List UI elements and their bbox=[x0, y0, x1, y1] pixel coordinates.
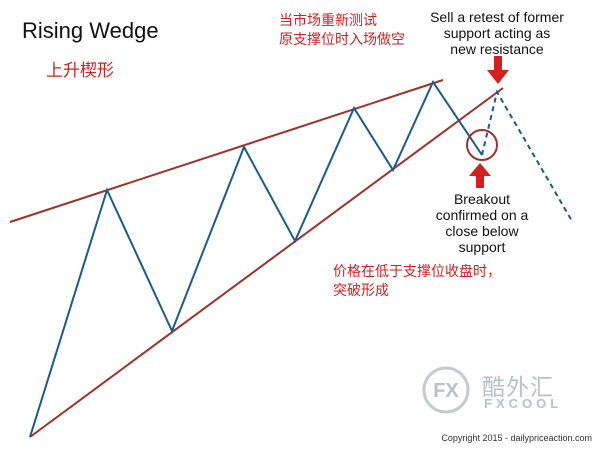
breakout-arrow-icon bbox=[469, 163, 491, 188]
retest-note-en-line: Sell a retest of former bbox=[430, 9, 564, 25]
resistance-trendline bbox=[9, 79, 444, 223]
breakout-note-en-line: support bbox=[458, 239, 506, 255]
retest-dashed-path bbox=[481, 89, 573, 222]
chart-title: Rising Wedge bbox=[22, 18, 159, 43]
breakout-note-en-line: close below bbox=[445, 223, 519, 239]
breakout-note-cn-line: 突破形成 bbox=[333, 283, 389, 299]
watermark-logo-icon: FX bbox=[422, 366, 470, 414]
retest-note-en: Sell a retest of former support acting a… bbox=[422, 9, 572, 57]
price-path bbox=[29, 79, 483, 438]
breakout-note-en-line: Breakout bbox=[453, 191, 511, 207]
copyright-text: Copyright 2015 - dailypriceaction.com bbox=[441, 433, 592, 443]
breakout-note-cn: 价格在低于支撑位收盘时， 突破形成 bbox=[333, 263, 501, 301]
watermark-sub: FXCOOL bbox=[484, 396, 563, 411]
retest-note-cn-line: 原支撑位时入场做空 bbox=[279, 32, 405, 48]
breakout-note-en-line: confirmed on a bbox=[435, 207, 529, 223]
retest-note-en-line: new resistance bbox=[450, 41, 544, 57]
retest-note-cn: 当市场重新测试 原支撑位时入场做空 bbox=[279, 12, 405, 50]
support-trendline bbox=[29, 87, 504, 438]
retest-note-cn-line: 当市场重新测试 bbox=[279, 13, 377, 29]
chart-subtitle: 上升楔形 bbox=[46, 61, 114, 81]
retest-arrow-icon bbox=[487, 56, 509, 84]
watermark-logo-text: FX bbox=[433, 380, 459, 402]
breakout-note-en: Breakout confirmed on a close below supp… bbox=[417, 191, 547, 255]
retest-note-en-line: support acting as bbox=[443, 25, 551, 41]
breakout-circle bbox=[466, 129, 498, 161]
breakout-note-cn-line: 价格在低于支撑位收盘时， bbox=[333, 264, 501, 280]
watermark-name: 酷外汇 bbox=[482, 375, 554, 401]
